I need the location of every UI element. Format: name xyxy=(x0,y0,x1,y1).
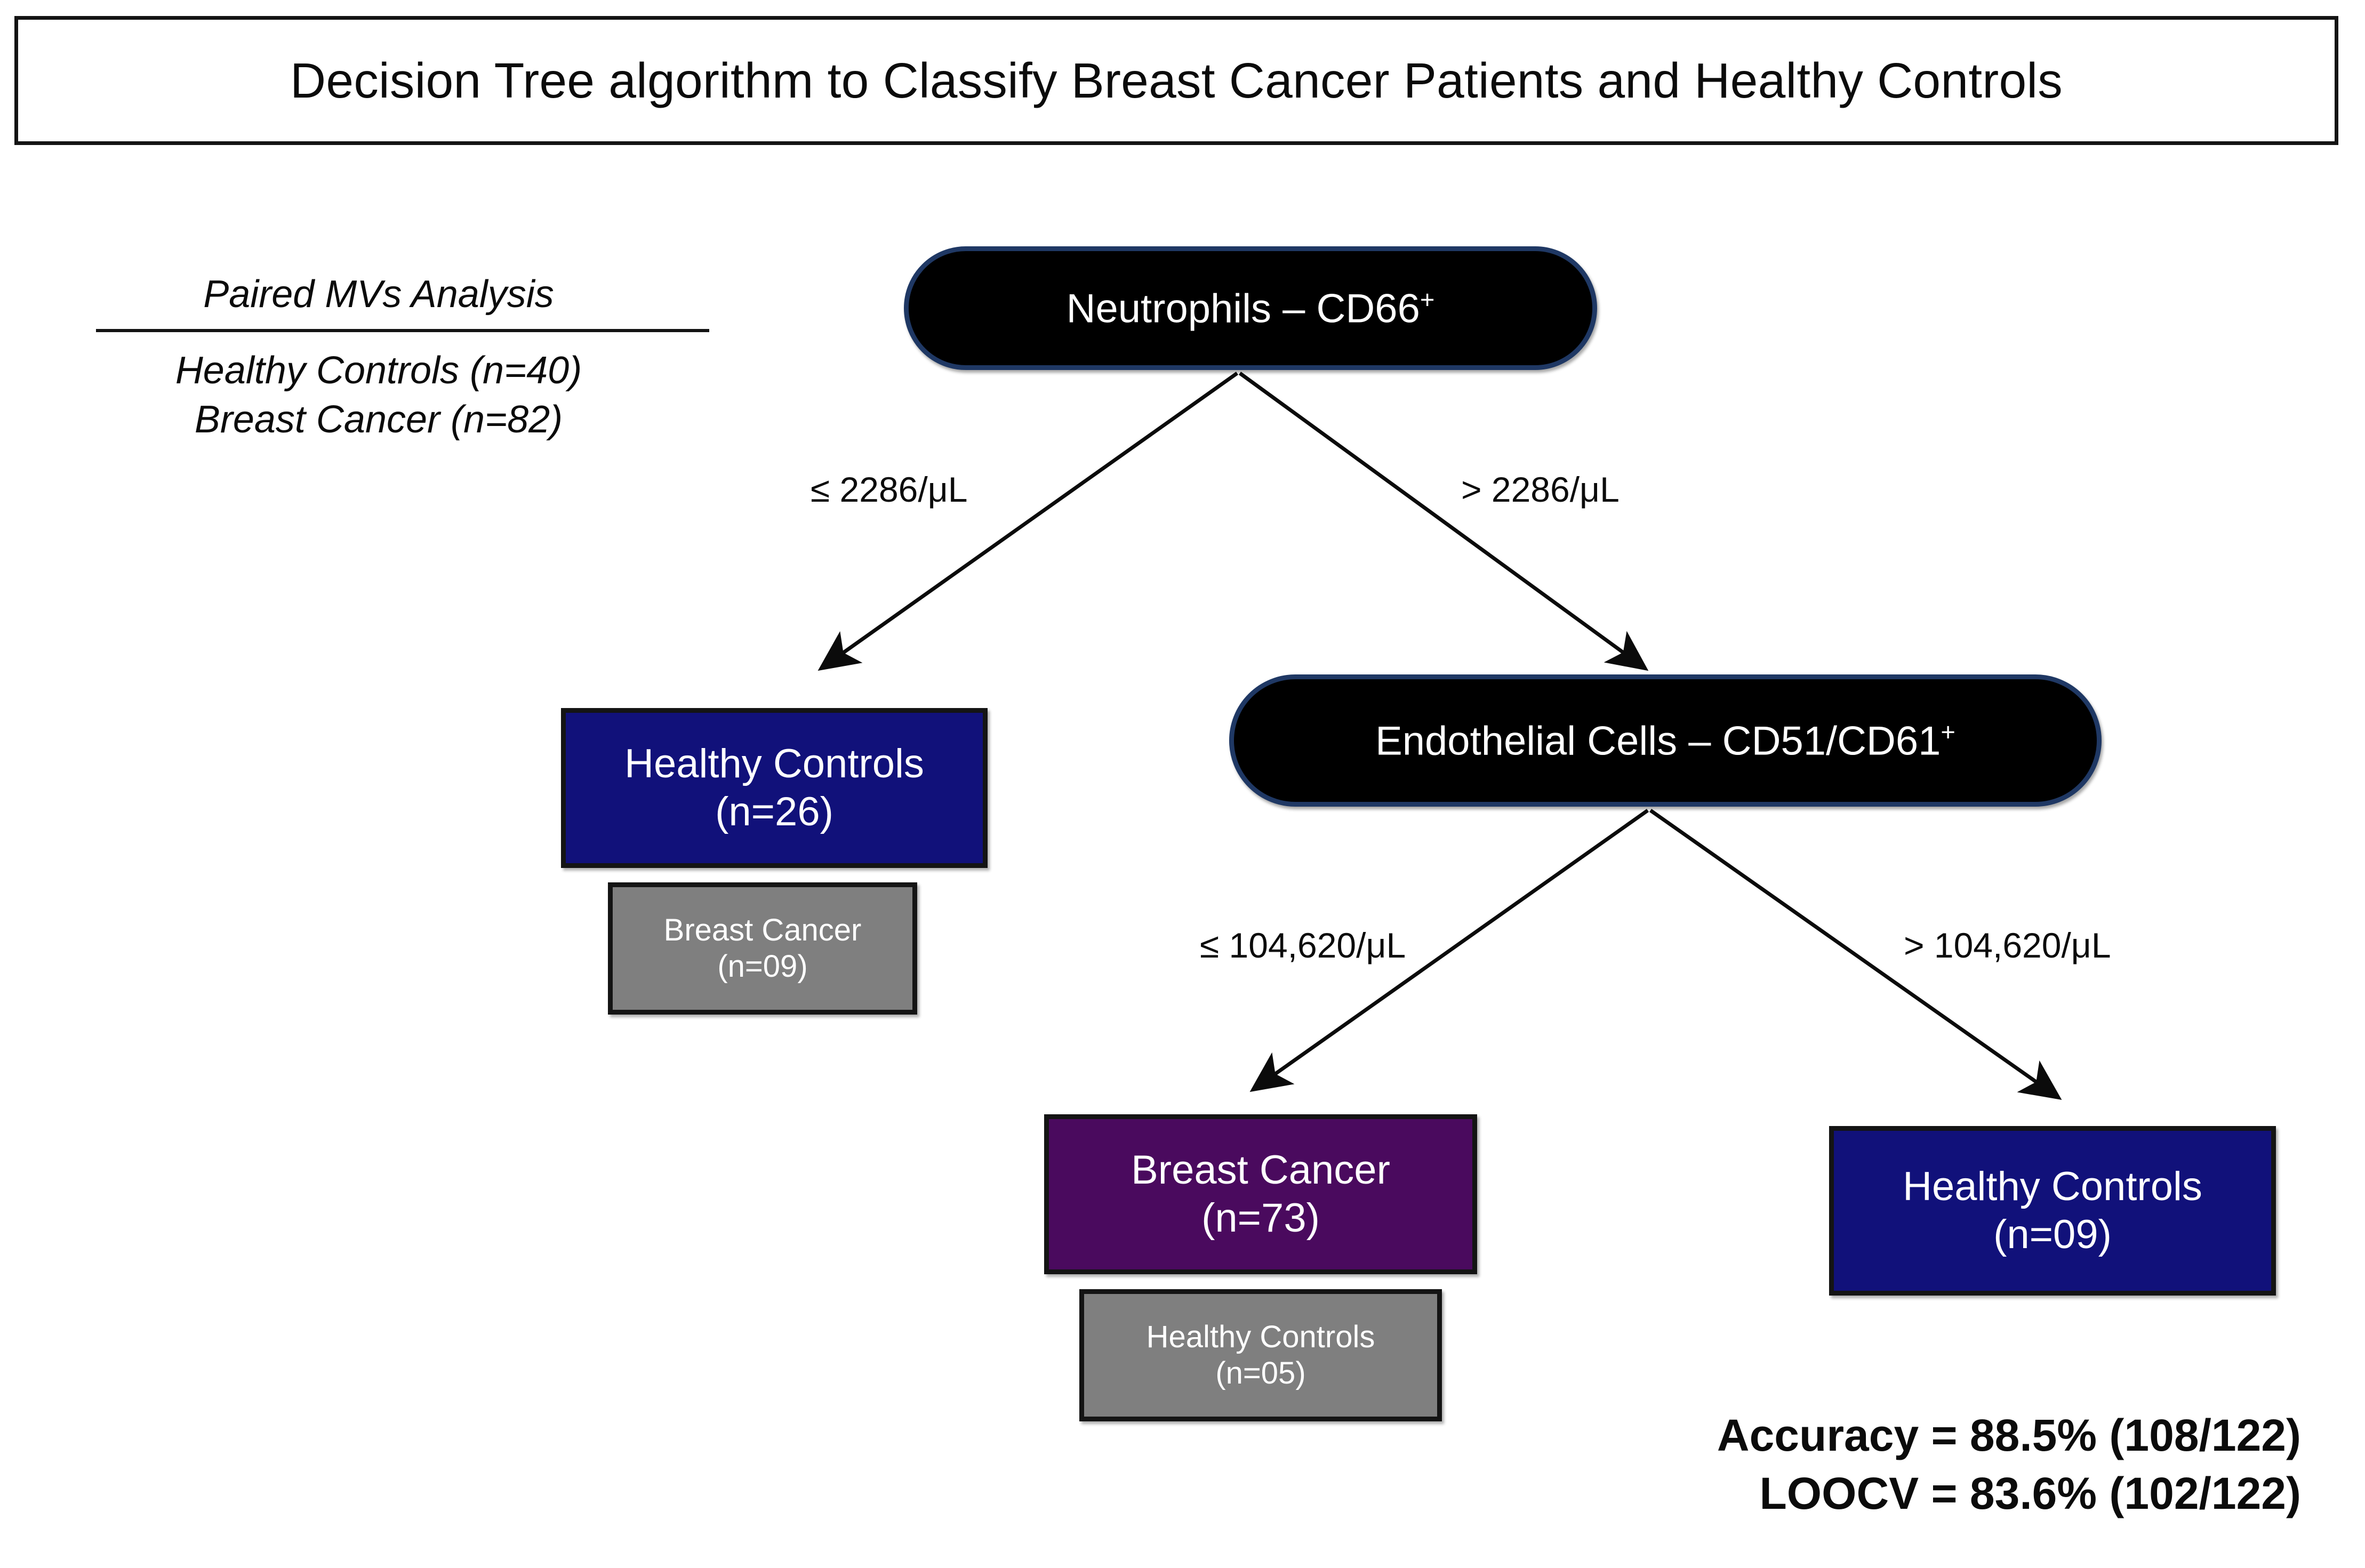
loocv-metric: LOOCV = 83.6% (102/122) xyxy=(1759,1468,2301,1519)
edge-root-left xyxy=(817,372,1239,671)
leaf-label: Breast Cancer xyxy=(1131,1147,1390,1193)
legend-breast-cancer: Breast Cancer (n=82) xyxy=(194,398,563,441)
decision-node-endothelial-label: Endothelial Cells – CD51/CD61+ xyxy=(1375,717,1955,764)
superscript-plus-marker: + xyxy=(1941,717,1955,746)
edge-label-neutrophils-high: > 2286/μL xyxy=(1461,470,1620,509)
edge-label-endothelial-high: > 104,620/μL xyxy=(1904,926,2111,965)
accuracy-metric: Accuracy = 88.5% (108/122) xyxy=(1717,1410,2301,1460)
leaf-count: (n=05) xyxy=(1215,1356,1306,1390)
decision-node-endothelial-cells[interactable]: Endothelial Cells – CD51/CD61+ xyxy=(1229,674,2102,807)
legend-healthy-controls: Healthy Controls (n=40) xyxy=(175,349,582,392)
leaf-label: Breast Cancer xyxy=(663,912,862,947)
leaf-label: Healthy Controls xyxy=(1903,1164,2202,1210)
performance-metrics: Accuracy = 88.5% (108/122) LOOCV = 83.6%… xyxy=(1717,1406,2301,1523)
leaf-node-healthy-controls-09[interactable]: Healthy Controls (n=09) xyxy=(1829,1126,2276,1296)
leaf-count: (n=26) xyxy=(715,789,833,834)
edge-label-neutrophils-low: ≤ 2286/μL xyxy=(811,470,968,509)
legend-heading: Paired MVs Analysis xyxy=(203,273,554,316)
decision-node-endothelial-text: Endothelial Cells – CD51/CD61 xyxy=(1375,718,1941,764)
title-banner: Decision Tree algorithm to Classify Brea… xyxy=(14,16,2338,145)
superscript-plus-marker: + xyxy=(1420,285,1435,313)
leaf-node-breast-cancer-73[interactable]: Breast Cancer (n=73) xyxy=(1044,1114,1477,1274)
decision-node-neutrophils-text: Neutrophils – CD66 xyxy=(1066,286,1420,332)
leaf-node-breast-cancer-09[interactable]: Breast Cancer (n=09) xyxy=(608,882,917,1015)
edge-label-endothelial-low: ≤ 104,620/μL xyxy=(1200,926,1406,965)
legend: Paired MVs Analysis Healthy Controls (n=… xyxy=(96,272,709,444)
leaf-node-healthy-controls-05[interactable]: Healthy Controls (n=05) xyxy=(1079,1289,1442,1421)
decision-node-neutrophils[interactable]: Neutrophils – CD66+ xyxy=(904,246,1597,370)
leaf-node-healthy-controls-26[interactable]: Healthy Controls (n=26) xyxy=(561,708,988,868)
leaf-label: Healthy Controls xyxy=(1146,1319,1375,1354)
leaf-count: (n=09) xyxy=(1993,1212,2112,1257)
legend-divider xyxy=(96,328,709,332)
edge-root-right xyxy=(1238,372,1649,671)
decision-node-neutrophils-label: Neutrophils – CD66+ xyxy=(1067,285,1435,332)
leaf-label: Healthy Controls xyxy=(624,741,924,787)
leaf-count: (n=09) xyxy=(717,949,808,984)
page-title: Decision Tree algorithm to Classify Brea… xyxy=(290,52,2063,108)
leaf-count: (n=73) xyxy=(1201,1195,1320,1241)
